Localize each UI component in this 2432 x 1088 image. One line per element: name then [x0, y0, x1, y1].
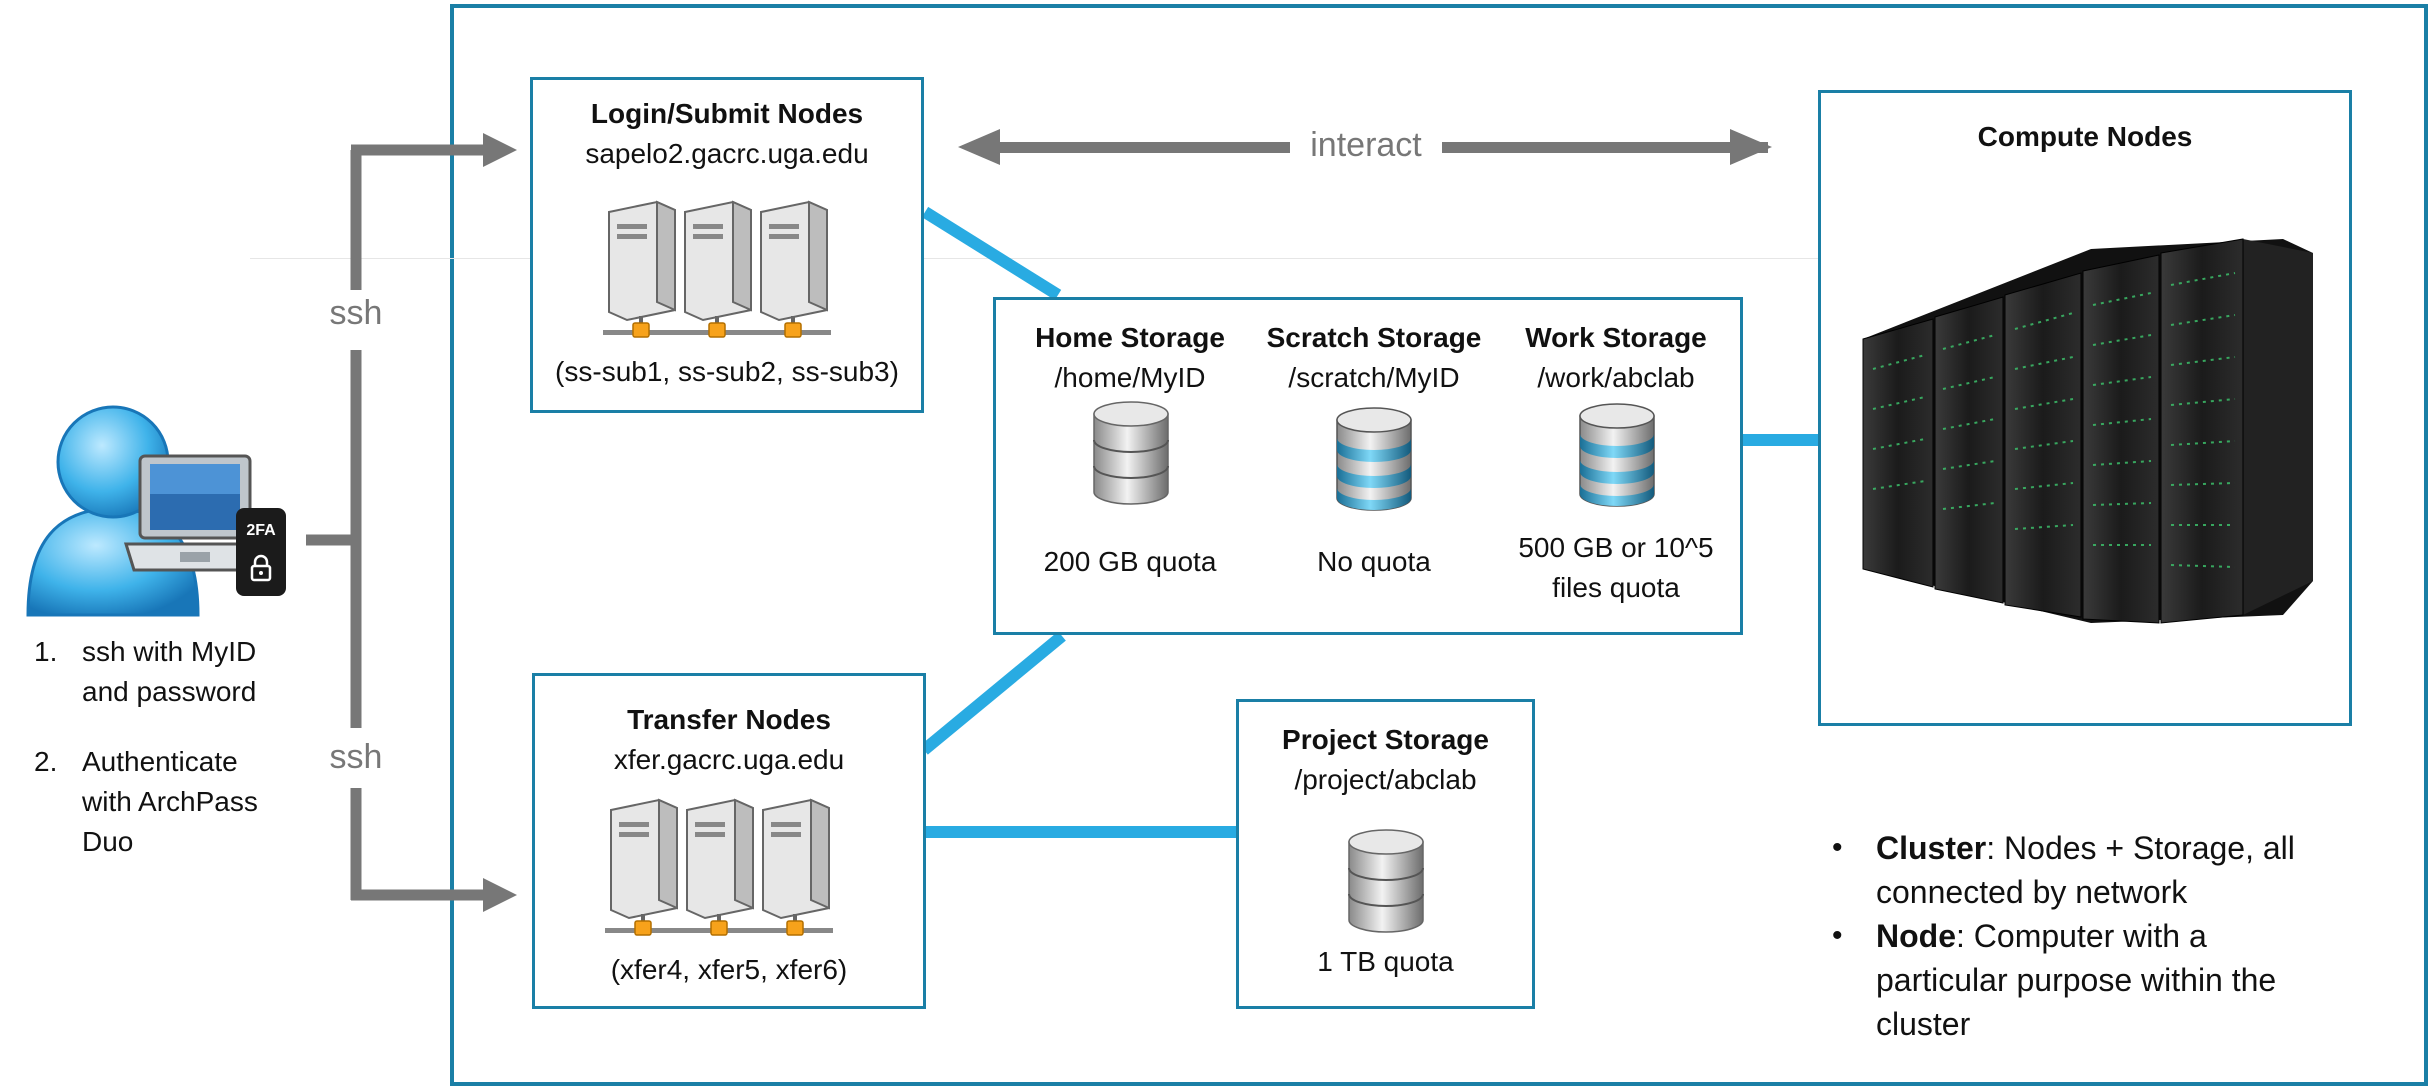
- scratch-storage-path: /scratch/MyID: [1288, 362, 1460, 393]
- definition-text: : Nodes + Storage, all: [1986, 830, 2295, 866]
- laptop-icon: [123, 454, 267, 572]
- definition-item: • Node: Computer with a particular purpo…: [1832, 914, 2295, 1046]
- database-icon: [1348, 829, 1424, 933]
- server-icon: [603, 200, 683, 338]
- work-storage-title: Work Storage: [1525, 322, 1707, 353]
- step-text-line: Authenticate: [82, 746, 238, 777]
- work-storage-quota-line1: 500 GB or 10^5: [1518, 532, 1714, 563]
- server-group-transfer: [601, 796, 861, 946]
- ssh-connector: [306, 144, 485, 901]
- login-nodes-box: Login/Submit Nodes sapelo2.gacrc.uga.edu: [530, 77, 924, 413]
- project-storage-quota: 1 TB quota: [1317, 946, 1454, 977]
- step-number: 2.: [34, 746, 58, 777]
- ssh-label-bottom: ssh: [329, 738, 383, 776]
- storage-box: Home Storage /home/MyID 200 GB quota Scr…: [993, 297, 1743, 635]
- transfer-nodes-box: Transfer Nodes xfer.gacrc.uga.edu: [532, 673, 926, 1009]
- step-item: 1. ssh with MyID and password: [34, 632, 258, 712]
- definition-item: • Cluster: Nodes + Storage, all connecte…: [1832, 826, 2295, 914]
- step-text-line: Duo: [82, 826, 134, 857]
- transfer-nodes-title: Transfer Nodes: [627, 704, 831, 735]
- project-storage-title: Project Storage: [1282, 724, 1489, 755]
- server-icon: [605, 798, 685, 936]
- lock-icon: [250, 554, 272, 582]
- project-storage-path: /project/abclab: [1294, 764, 1477, 795]
- compute-nodes-box: Compute Nodes: [1818, 90, 2352, 726]
- definition-text: cluster: [1876, 1006, 1971, 1042]
- bullet: •: [1832, 831, 1843, 864]
- step-item: 2. Authenticate with ArchPass Duo: [34, 742, 258, 862]
- step-number: 1.: [34, 636, 58, 667]
- transfer-nodes-host: xfer.gacrc.uga.edu: [613, 744, 845, 775]
- cluster-frame: [450, 4, 2428, 1086]
- project-storage-box: Project Storage /project/abclab 1 TB quo…: [1236, 699, 1535, 1009]
- arrowhead-transfer: [483, 878, 517, 912]
- link-login-storage: [921, 206, 1062, 301]
- home-storage-path: /home/MyID: [1054, 362, 1206, 393]
- server-group-login: [599, 198, 859, 348]
- bullet: •: [1832, 919, 1843, 952]
- server-icon: [677, 798, 761, 936]
- two-factor-badge: 2FA: [236, 508, 286, 596]
- database-icon: [1093, 401, 1169, 505]
- compute-nodes-title: Compute Nodes: [1977, 121, 2193, 152]
- work-storage-quota-line2: files quota: [1552, 572, 1680, 603]
- transfer-nodes-list: (xfer4, xfer5, xfer6): [610, 954, 848, 985]
- step-text-line: ssh with MyID: [82, 636, 257, 667]
- home-storage-quota: 200 GB quota: [1043, 546, 1217, 577]
- definition-text: connected by network: [1876, 874, 2188, 910]
- badge-text: 2FA: [246, 522, 276, 539]
- work-storage-path: /work/abclab: [1537, 362, 1695, 393]
- interact-label: interact: [1310, 126, 1422, 164]
- server-icon: [675, 200, 759, 338]
- definition-text: : Computer with a: [1956, 918, 2207, 954]
- link-storage-transfer: [920, 631, 1066, 755]
- ssh-label-top: ssh: [329, 294, 383, 332]
- scratch-storage-quota: No quota: [1317, 546, 1431, 577]
- definition-term: Cluster: [1876, 830, 1987, 866]
- login-nodes-list: (ss-sub1, ss-sub2, ss-sub3): [555, 356, 899, 387]
- database-icon: [1336, 407, 1412, 511]
- server-icon: [751, 200, 831, 338]
- arrowhead-login: [483, 133, 517, 167]
- interact-arrow: [958, 129, 1772, 165]
- database-icon: [1579, 403, 1655, 507]
- login-nodes-title: Login/Submit Nodes: [590, 98, 864, 129]
- step-text-line: with ArchPass: [82, 786, 258, 817]
- definition-text: particular purpose within the: [1876, 962, 2277, 998]
- server-icon: [753, 798, 833, 936]
- step-text-line: and password: [82, 676, 257, 707]
- login-steps: 1. ssh with MyID and password 2. Authent…: [34, 632, 258, 892]
- login-nodes-host: sapelo2.gacrc.uga.edu: [585, 138, 869, 169]
- scratch-storage-title: Scratch Storage: [1266, 322, 1482, 353]
- definition-term: Node: [1876, 918, 1956, 954]
- home-storage-title: Home Storage: [1035, 322, 1225, 353]
- server-rack-icon: [1862, 238, 2313, 624]
- divider-line: [250, 258, 1850, 259]
- definitions-list: • Cluster: Nodes + Storage, all connecte…: [1832, 826, 2295, 1046]
